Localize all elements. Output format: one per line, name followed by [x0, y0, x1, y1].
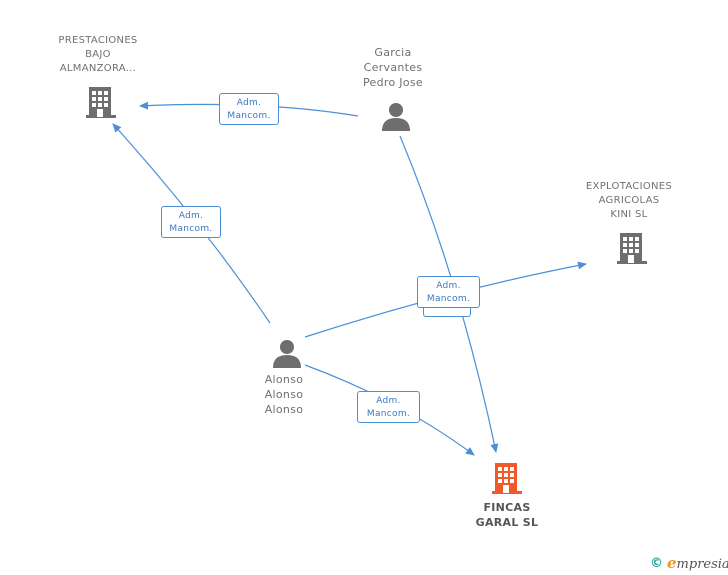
badge-line: Mancom.	[169, 224, 213, 234]
company-label-explotaciones[interactable]: EXPLOTACIONES AGRICOLAS KINI SL	[569, 180, 689, 222]
label-line: Garcia	[374, 46, 412, 59]
edge-badge-stack	[423, 308, 471, 317]
label-line: ALMANZORA...	[59, 63, 137, 74]
badge-line: Adm.	[178, 211, 204, 221]
company-label-fincas[interactable]: FINCAS GARAL SL	[457, 500, 557, 530]
badge-line: Mancom.	[366, 409, 411, 419]
building-icon[interactable]	[615, 231, 649, 265]
person-label-garcia[interactable]: Garcia Cervantes Pedro Jose	[343, 45, 443, 90]
copyright-symbol: ©	[650, 555, 663, 571]
person-label-alonso[interactable]: Alonso Alonso Alonso	[244, 372, 324, 417]
label-line: FINCAS	[483, 501, 531, 514]
label-line: AGRICOLAS	[598, 195, 660, 206]
label-line: PRESTACIONES	[58, 35, 138, 46]
brand-initial: e	[667, 554, 677, 572]
brand-rest: mpresia	[676, 557, 728, 572]
building-icon[interactable]	[84, 85, 118, 119]
empresia-logo[interactable]: empresia	[667, 554, 728, 572]
badge-line: Mancom.	[426, 294, 471, 304]
label-line: Cervantes	[363, 61, 423, 74]
person-icon[interactable]	[380, 101, 412, 131]
badge-line: Mancom.	[227, 111, 271, 121]
person-icon[interactable]	[271, 338, 303, 368]
main-building-icon[interactable]	[490, 461, 524, 495]
label-line: Pedro Jose	[363, 76, 423, 89]
label-line: Alonso	[264, 373, 304, 386]
label-line: GARAL SL	[475, 516, 539, 529]
label-line: KINI SL	[610, 209, 648, 220]
brand-footer: © empresia	[650, 553, 728, 573]
company-label-prestaciones[interactable]: PRESTACIONES BAJO ALMANZORA...	[38, 34, 158, 76]
edge-badge-garcia-prestaciones[interactable]: Adm. Mancom.	[219, 93, 279, 125]
label-line: Alonso	[264, 403, 304, 416]
label-line: BAJO	[85, 49, 111, 60]
edge-badge-alonso-fincas[interactable]: Adm. Mancom.	[357, 391, 420, 423]
edge-badge-alonso-prestaciones[interactable]: Adm. Mancom.	[161, 206, 221, 238]
badge-line: Adm.	[236, 98, 262, 108]
edge-badge-alonso-explotaciones[interactable]: Adm. Mancom.	[417, 276, 480, 308]
badge-line: Adm.	[436, 281, 461, 291]
badge-line: Adm.	[376, 396, 401, 406]
label-line: Alonso	[264, 388, 304, 401]
label-line: EXPLOTACIONES	[585, 181, 673, 192]
